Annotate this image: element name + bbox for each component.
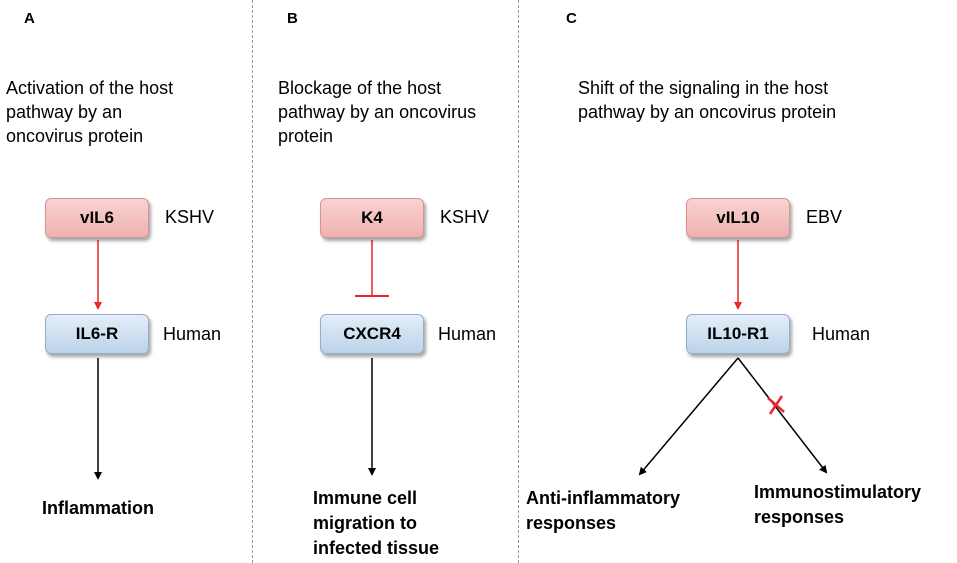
panel-c-viral-protein-box: vIL10 [686, 198, 790, 238]
panel-a-outcome: Inflammation [42, 498, 155, 518]
panel-c-host-receptor-box: IL10-R1 [686, 314, 790, 354]
panel-divider-bc [518, 0, 519, 563]
panel-c-left-arrow [638, 357, 739, 476]
panel-c-viral-origin: EBV [806, 207, 843, 227]
panel-a-viral-origin: KSHV [165, 207, 215, 227]
panel-a-viral-protein-box: vIL6 [45, 198, 149, 238]
panel-b-viral-origin: KSHV [440, 207, 490, 227]
panel-c-blocked-mark [767, 395, 785, 415]
panel-b-host-receptor-box: CXCR4 [320, 314, 424, 354]
panel-b-outcome: Immune cell migration to infected tissue [313, 488, 440, 558]
panel-b-viral-protein-box: K4 [320, 198, 424, 238]
panel-c-letter: C [566, 10, 577, 27]
panel-c-host-origin: Human [812, 324, 871, 344]
panel-a-host-origin: Human [163, 324, 222, 344]
panel-c-outcome-left: Anti-inflammatory responses [526, 488, 681, 533]
panel-a-letter: A [24, 10, 35, 27]
panel-b-description: Blockage of the host pathway by an oncov… [278, 78, 477, 146]
panel-a-description: Activation of the host pathway by an onc… [6, 78, 174, 146]
panel-c-outcome-right: Immunostimulatory responses [754, 482, 922, 527]
panel-a-host-receptor-box: IL6-R [45, 314, 149, 354]
panel-divider-ab [252, 0, 253, 563]
panel-c-description: Shift of the signaling in the host pathw… [578, 78, 837, 122]
panel-c-right-arrow [737, 357, 828, 474]
panel-b-letter: B [287, 10, 298, 27]
panel-b-host-origin: Human [438, 324, 497, 344]
